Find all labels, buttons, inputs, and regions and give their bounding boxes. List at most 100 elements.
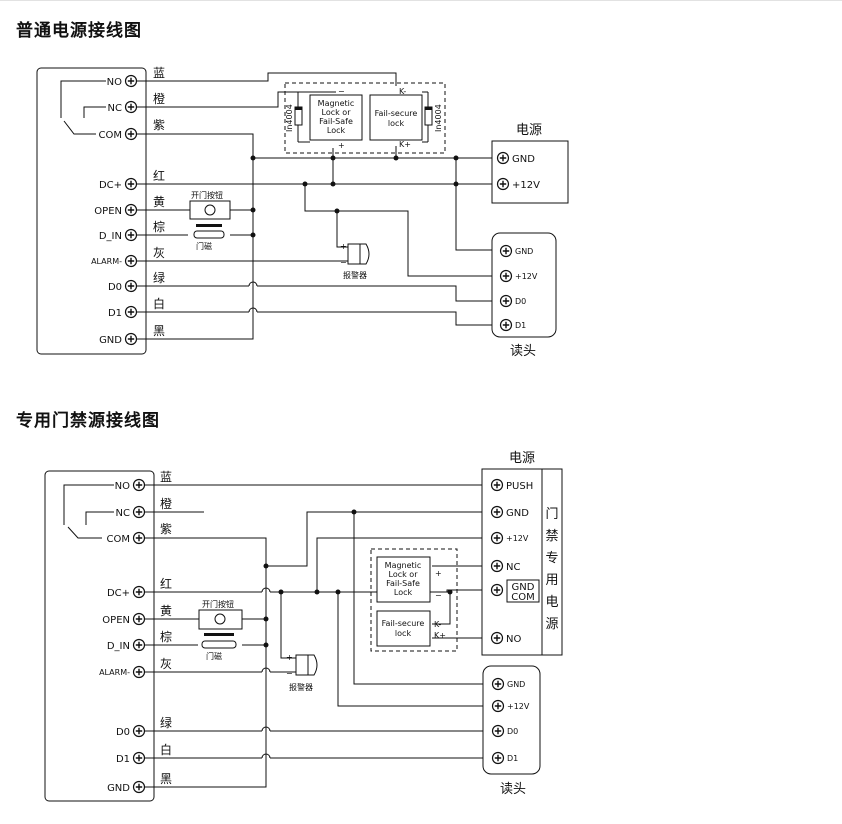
- wire-red-2: 红: [160, 576, 172, 591]
- access-power-nc: NC: [490, 559, 520, 573]
- svg-text:D1: D1: [116, 754, 130, 765]
- access-power-char: 专: [545, 551, 558, 566]
- fail-secure-lock-1: [369, 94, 423, 141]
- svg-text:+12V: +12V: [515, 272, 538, 281]
- lock-group-1: [284, 82, 446, 154]
- svg-text:NO: NO: [506, 634, 521, 645]
- relay-switch-2: [67, 526, 102, 539]
- fs-lock-text: Fail-secure: [375, 109, 418, 118]
- alarm-2: [295, 654, 309, 676]
- reader-box-2: [482, 665, 541, 775]
- power-1-gnd: GND: [496, 151, 535, 165]
- svg-text:OPEN: OPEN: [94, 206, 122, 217]
- svg-text:+12V: +12V: [507, 702, 530, 711]
- reader-label-2: 读头: [500, 782, 526, 797]
- wire-no-1: [137, 72, 397, 86]
- svg-text:GND: GND: [515, 247, 533, 256]
- mag-lock-text: Fail-Safe: [319, 117, 353, 126]
- terminal-d1-2: D1: [116, 751, 146, 765]
- wire-hop: [261, 587, 271, 593]
- power-1-12v: +12V: [496, 177, 540, 191]
- svg-text:DC+: DC+: [107, 588, 130, 599]
- wire-hop: [248, 307, 258, 313]
- svg-text:GND: GND: [107, 783, 130, 794]
- reader-2-gnd: GND: [491, 677, 525, 691]
- wire-yellow-2: 黄: [160, 604, 172, 618]
- access-power-char: 用: [545, 573, 558, 588]
- controller-box-2: [44, 470, 155, 802]
- svg-text:D0: D0: [507, 727, 518, 736]
- fs-lock-text: Fail-secure: [382, 619, 425, 628]
- wire-reader-12v-2: [337, 592, 492, 707]
- alarm-label-1: 报警器: [343, 270, 367, 280]
- wire-brown: 棕: [153, 219, 165, 234]
- door-sensor-1: [193, 230, 225, 239]
- alarm-minus: −: [340, 258, 347, 267]
- svg-text:PUSH: PUSH: [506, 481, 533, 492]
- svg-text:GND: GND: [506, 508, 529, 519]
- reader-1-gnd: GND: [499, 244, 533, 258]
- power-label-2: 电源: [509, 451, 535, 466]
- wire-white: 白: [153, 296, 165, 311]
- wire-12v-up: [316, 537, 491, 592]
- wire-brown-2: 棕: [160, 629, 172, 644]
- top-divider: [0, 0, 842, 1]
- wire-com-gnd-2: [145, 537, 267, 788]
- magnetic-lock-1: [309, 94, 363, 141]
- wire-black-2: 黑: [160, 772, 172, 786]
- wire-nc-1: [137, 91, 336, 108]
- reader-label-1: 读头: [510, 344, 536, 359]
- svg-text:D0: D0: [515, 297, 526, 306]
- door-sensor-bar: [196, 224, 222, 227]
- reader-1-12v: +12V: [499, 269, 538, 283]
- reader-2-d1: D1: [491, 751, 518, 765]
- reader-box-1: [491, 232, 557, 338]
- alarm-label-2: 报警器: [289, 682, 313, 692]
- alarm-plus: +: [340, 242, 347, 251]
- access-power-12v: +12V: [490, 531, 529, 545]
- relay-nc-line: [83, 106, 106, 118]
- wire-hop: [261, 753, 271, 759]
- magnetic-lock-2: [376, 556, 431, 603]
- alarm-1: [347, 243, 361, 265]
- diagram-2-title: 专用门禁源接线图: [16, 411, 160, 431]
- access-power-char: 电: [545, 595, 558, 610]
- terminal-no: NO: [107, 74, 138, 88]
- svg-text:NO: NO: [107, 77, 122, 88]
- wire-hop: [248, 281, 258, 287]
- alarm2-plus: +: [286, 653, 293, 662]
- terminal-com-2: COM: [107, 531, 146, 545]
- relay-no-line: [60, 80, 106, 118]
- svg-text:GND: GND: [507, 680, 525, 689]
- alarm-2-horn: [307, 654, 318, 676]
- svg-text:D0: D0: [116, 727, 130, 738]
- svg-text:D1: D1: [108, 308, 122, 319]
- mag2-minus: −: [435, 591, 442, 600]
- relay-nc-line-2: [85, 511, 114, 525]
- wire-red: 红: [153, 168, 165, 183]
- svg-text:D_IN: D_IN: [99, 231, 122, 242]
- reader-1-d0: D0: [499, 294, 526, 308]
- wire-green-2: 绿: [160, 715, 172, 730]
- exit-button-knob-2: [214, 613, 226, 625]
- terminal-gnd: GND: [99, 332, 138, 346]
- terminal-d0-2: D0: [116, 724, 146, 738]
- terminal-d1: D1: [108, 305, 138, 319]
- svg-text:D1: D1: [507, 754, 518, 763]
- mag-lock-text: Magnetic: [318, 99, 355, 108]
- wire-hop: [261, 667, 271, 673]
- svg-text:GND: GND: [512, 582, 535, 593]
- wire-gray-2: 灰: [160, 657, 172, 671]
- exit-button-label-2: 开门按钮: [202, 599, 234, 609]
- mag-lock-text: Lock: [394, 588, 413, 597]
- mag2-plus: +: [435, 569, 442, 578]
- mag-lock-minus: −: [338, 87, 345, 96]
- reader-2-d0: D0: [491, 724, 518, 738]
- diagram-2: NO NC COM DC+ OPEN D_IN ALARM- D0 D1 GND…: [44, 451, 563, 802]
- access-power-gnd-com: GND COM: [490, 579, 540, 603]
- lock-group-2: [370, 548, 458, 652]
- mag-lock-text: Lock or: [322, 108, 352, 117]
- svg-text:OPEN: OPEN: [102, 615, 130, 626]
- mag-lock-text: Lock: [327, 126, 346, 135]
